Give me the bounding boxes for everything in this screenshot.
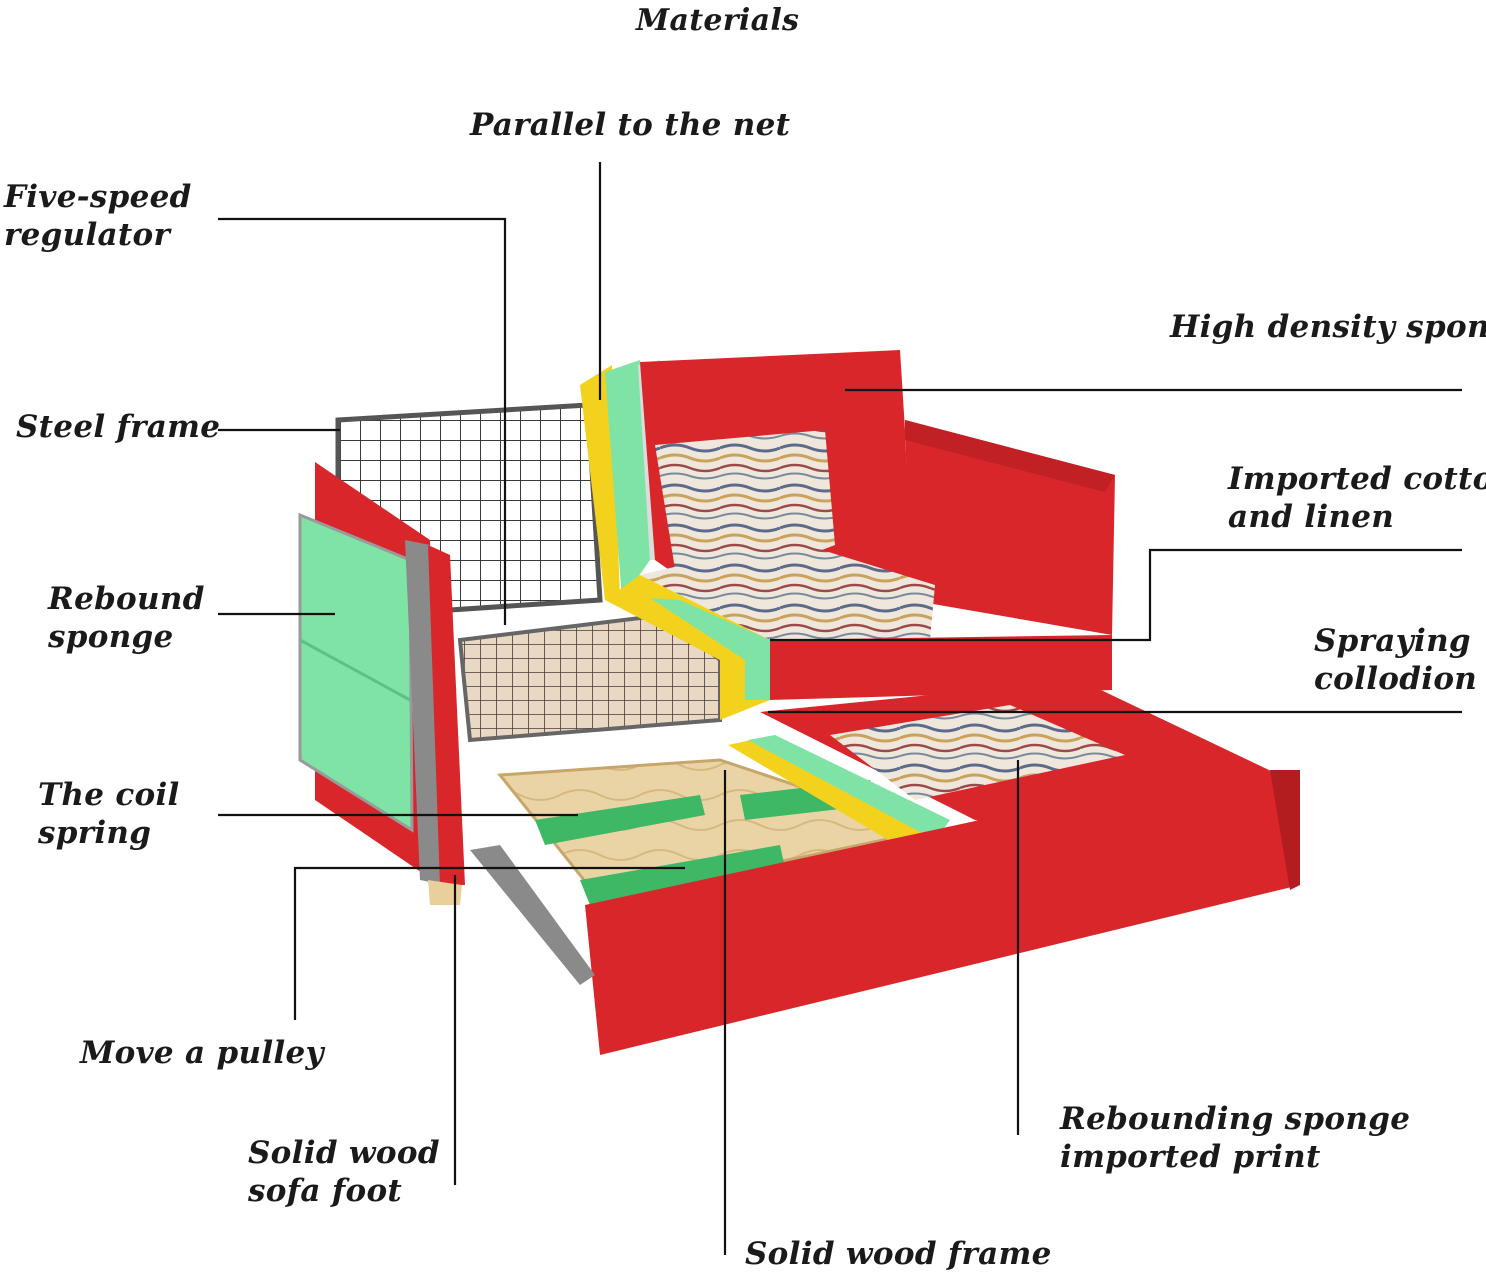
label-solid-wood-frame: Solid wood frame bbox=[745, 1236, 1052, 1272]
label-parallel-net: Parallel to the net bbox=[470, 107, 791, 143]
leader-imported-cotton bbox=[770, 548, 1462, 642]
label-steel-frame: Steel frame bbox=[16, 409, 221, 445]
label-high-density-sponge: High density sponge bbox=[1170, 309, 1486, 345]
label-rebound-sponge: Rebound sponge bbox=[48, 581, 205, 655]
leader-five-speed bbox=[218, 217, 507, 625]
right-arm bbox=[905, 420, 1115, 635]
label-five-speed-regulator: Five-speed regulator bbox=[4, 179, 192, 253]
left-arm-panel bbox=[298, 462, 465, 905]
label-spraying-collodion: Spraying collodion bbox=[1314, 623, 1478, 697]
label-solid-wood-foot: Solid wood sofa foot bbox=[248, 1135, 440, 1209]
leader-pulley bbox=[293, 866, 685, 1020]
label-coil-spring: The coil spring bbox=[38, 777, 180, 851]
label-imported-cotton-linen: Imported cotton and linen bbox=[1228, 461, 1486, 535]
label-move-pulley: Move a pulley bbox=[80, 1035, 324, 1071]
diagram-title: Materials bbox=[636, 3, 800, 38]
seat-cushion bbox=[605, 540, 1112, 720]
label-rebounding-sponge-print: Rebounding sponge imported print bbox=[1060, 1101, 1411, 1175]
pullout-bed bbox=[470, 680, 1300, 1055]
